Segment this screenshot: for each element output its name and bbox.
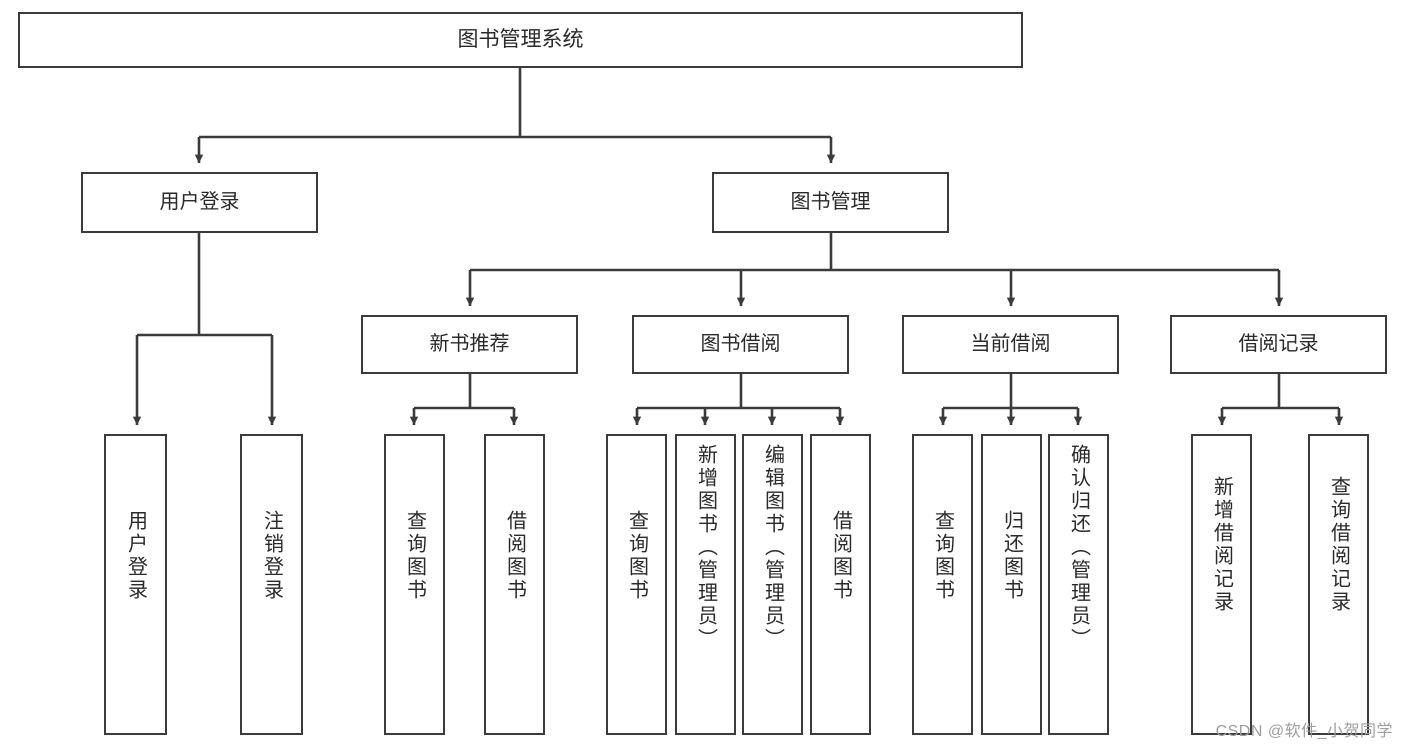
node-leaf-query-book-1-label: 查询图书 <box>403 510 426 602</box>
node-leaf-borrow-book-2-label: 借阅图书 <box>829 510 852 602</box>
node-new-book-rec[interactable]: 新书推荐 <box>361 315 578 374</box>
node-leaf-add-book[interactable]: 新增图书（管理员） <box>675 434 736 735</box>
node-leaf-add-record-label: 新增借阅记录 <box>1210 476 1233 614</box>
node-book-borrow-label: 图书借阅 <box>700 333 781 355</box>
node-leaf-logout[interactable]: 注销登录 <box>240 434 303 735</box>
node-current-borrow[interactable]: 当前借阅 <box>902 315 1119 374</box>
node-book-manage[interactable]: 图书管理 <box>712 172 949 233</box>
node-leaf-query-book-3[interactable]: 查询图书 <box>912 434 973 735</box>
node-leaf-return-book[interactable]: 归还图书 <box>981 434 1042 735</box>
node-leaf-query-book-1[interactable]: 查询图书 <box>384 434 445 735</box>
node-leaf-borrow-book-1[interactable]: 借阅图书 <box>484 434 545 735</box>
node-new-book-rec-label: 新书推荐 <box>429 333 510 355</box>
node-leaf-edit-book-label: 编辑图书（管理员） <box>761 444 784 651</box>
node-leaf-user-login[interactable]: 用户登录 <box>104 434 167 735</box>
node-book-manage-label: 图书管理 <box>790 191 871 213</box>
node-leaf-query-book-3-label: 查询图书 <box>931 510 954 602</box>
node-leaf-add-record[interactable]: 新增借阅记录 <box>1191 434 1252 735</box>
node-borrow-record-label: 借阅记录 <box>1238 333 1319 355</box>
node-user-login[interactable]: 用户登录 <box>81 172 318 233</box>
node-leaf-confirm-return-label: 确认归还（管理员） <box>1067 444 1090 651</box>
node-leaf-borrow-book-2[interactable]: 借阅图书 <box>810 434 871 735</box>
node-leaf-user-login-label: 用户登录 <box>124 510 147 602</box>
node-book-borrow[interactable]: 图书借阅 <box>632 315 849 374</box>
watermark: CSDN @软件_小贺同学 <box>1215 723 1393 740</box>
node-leaf-add-book-label: 新增图书（管理员） <box>694 444 717 651</box>
node-leaf-confirm-return[interactable]: 确认归还（管理员） <box>1048 434 1109 735</box>
node-leaf-query-book-2-label: 查询图书 <box>625 510 648 602</box>
node-leaf-borrow-book-1-label: 借阅图书 <box>503 510 526 602</box>
node-leaf-query-book-2[interactable]: 查询图书 <box>606 434 667 735</box>
node-leaf-query-record[interactable]: 查询借阅记录 <box>1308 434 1369 735</box>
node-borrow-record[interactable]: 借阅记录 <box>1170 315 1387 374</box>
node-leaf-return-book-label: 归还图书 <box>1000 510 1023 602</box>
node-leaf-edit-book[interactable]: 编辑图书（管理员） <box>742 434 803 735</box>
node-root[interactable]: 图书管理系统 <box>18 12 1023 68</box>
node-leaf-logout-label: 注销登录 <box>260 510 283 602</box>
node-leaf-query-record-label: 查询借阅记录 <box>1327 476 1350 614</box>
node-user-login-label: 用户登录 <box>159 191 240 213</box>
node-root-label: 图书管理系统 <box>457 27 584 51</box>
node-current-borrow-label: 当前借阅 <box>970 333 1051 355</box>
